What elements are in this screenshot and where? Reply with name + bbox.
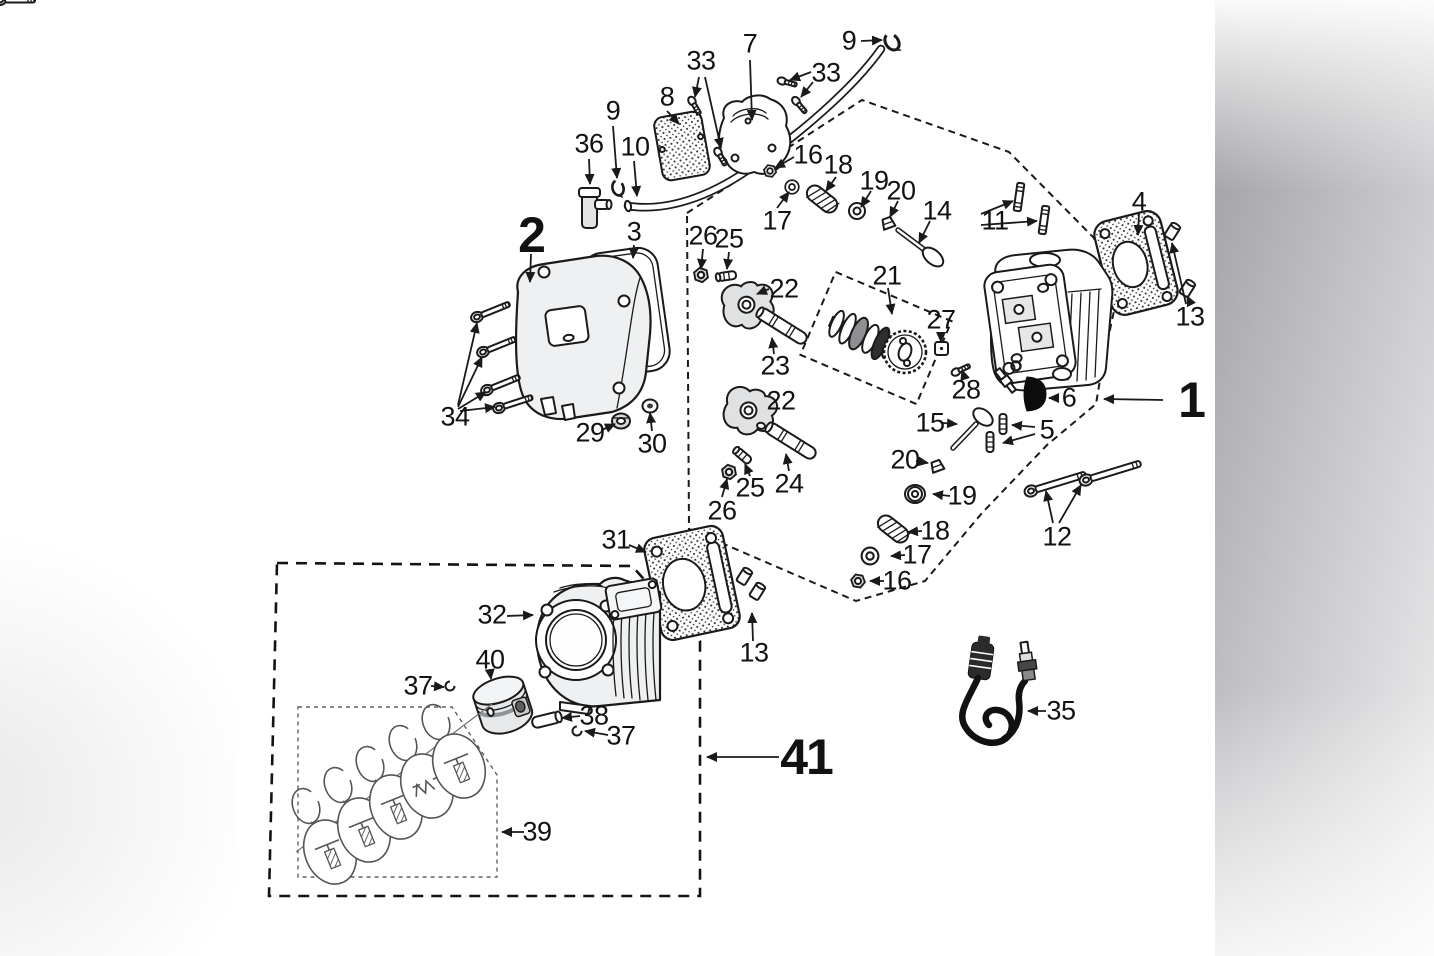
part-camshaft-21	[828, 309, 928, 375]
part-rocker-shaft-24	[762, 419, 819, 462]
part-breather-plate-8	[653, 110, 711, 182]
part-bolt-34-b	[474, 333, 519, 360]
part-head-gasket-4	[1093, 210, 1179, 316]
part-stud-11-a	[1012, 181, 1026, 213]
part-bolt-34-c	[478, 371, 523, 398]
part-nut-16-bottom	[849, 572, 867, 590]
part-woodruff-key-27	[934, 341, 949, 356]
part-valve-cover-2	[514, 254, 652, 421]
part-grommet-30	[641, 398, 659, 414]
part-ring-set-39	[291, 703, 496, 893]
part-valve-14	[895, 227, 945, 268]
part-nut-26-bottom	[718, 462, 740, 482]
assembly-boundary-camshaft-21	[799, 270, 953, 406]
part-circlip-37-top	[444, 680, 456, 692]
part-clip-9-left	[609, 178, 628, 201]
part-guide-pin-decor	[994, 367, 1017, 394]
part-bolt-28	[949, 361, 973, 379]
part-base-gasket-31	[643, 524, 741, 642]
part-bolt-12-a	[1022, 468, 1089, 500]
part-pin-5-b	[985, 431, 995, 453]
part-cover-plate-7	[718, 94, 792, 175]
part-pin-5-a	[998, 413, 1008, 435]
part-adjuster-25-bottom	[730, 444, 754, 466]
part-nut-29	[611, 412, 631, 430]
part-seat-19-bottom	[904, 484, 926, 504]
part-retainer-17-top	[784, 179, 800, 195]
part-dowel-13-bottom-a	[735, 565, 755, 587]
part-cylinder-head-1	[983, 248, 1114, 392]
part-cylinder-32	[535, 576, 663, 715]
part-seal-ring-decor	[1010, 360, 1022, 372]
part-intake-seal-6	[1023, 376, 1047, 412]
right-edge-gradient	[1215, 0, 1434, 956]
part-screw-33-d	[789, 94, 810, 116]
part-temp-sensor-35	[959, 635, 1038, 746]
assembly-boundary-head-group-1	[685, 98, 1119, 603]
part-collet-20-top	[879, 215, 897, 231]
part-dowel-13-bottom-b	[748, 580, 768, 602]
part-valve-15	[950, 407, 994, 451]
part-spring-18-top	[802, 181, 842, 217]
part-retainer-17-bottom	[860, 546, 880, 566]
part-dowel-13-top-a	[1163, 220, 1183, 242]
assembly-boundary-cylinder-group-41	[267, 561, 702, 898]
part-bolt-34-a	[468, 298, 513, 325]
callout-leader-lines	[430, 35, 1196, 837]
part-nut-26-top	[690, 265, 712, 285]
part-stud-11-b	[1037, 204, 1051, 236]
part-clip-9-top	[880, 29, 906, 57]
part-piston-pin-38	[531, 710, 563, 729]
part-spring-18-bottom	[873, 511, 913, 547]
part-bolt-12-b	[1077, 457, 1144, 489]
part-adjuster-25-top	[714, 269, 738, 283]
part-piston-40	[472, 675, 534, 735]
part-circlip-37-bottom	[571, 725, 583, 737]
part-collet-20-bottom	[928, 458, 946, 474]
part-oil-fitting-36	[578, 187, 613, 229]
left-edge-gradient	[0, 430, 235, 956]
part-rocker-shaft-23	[753, 304, 810, 347]
